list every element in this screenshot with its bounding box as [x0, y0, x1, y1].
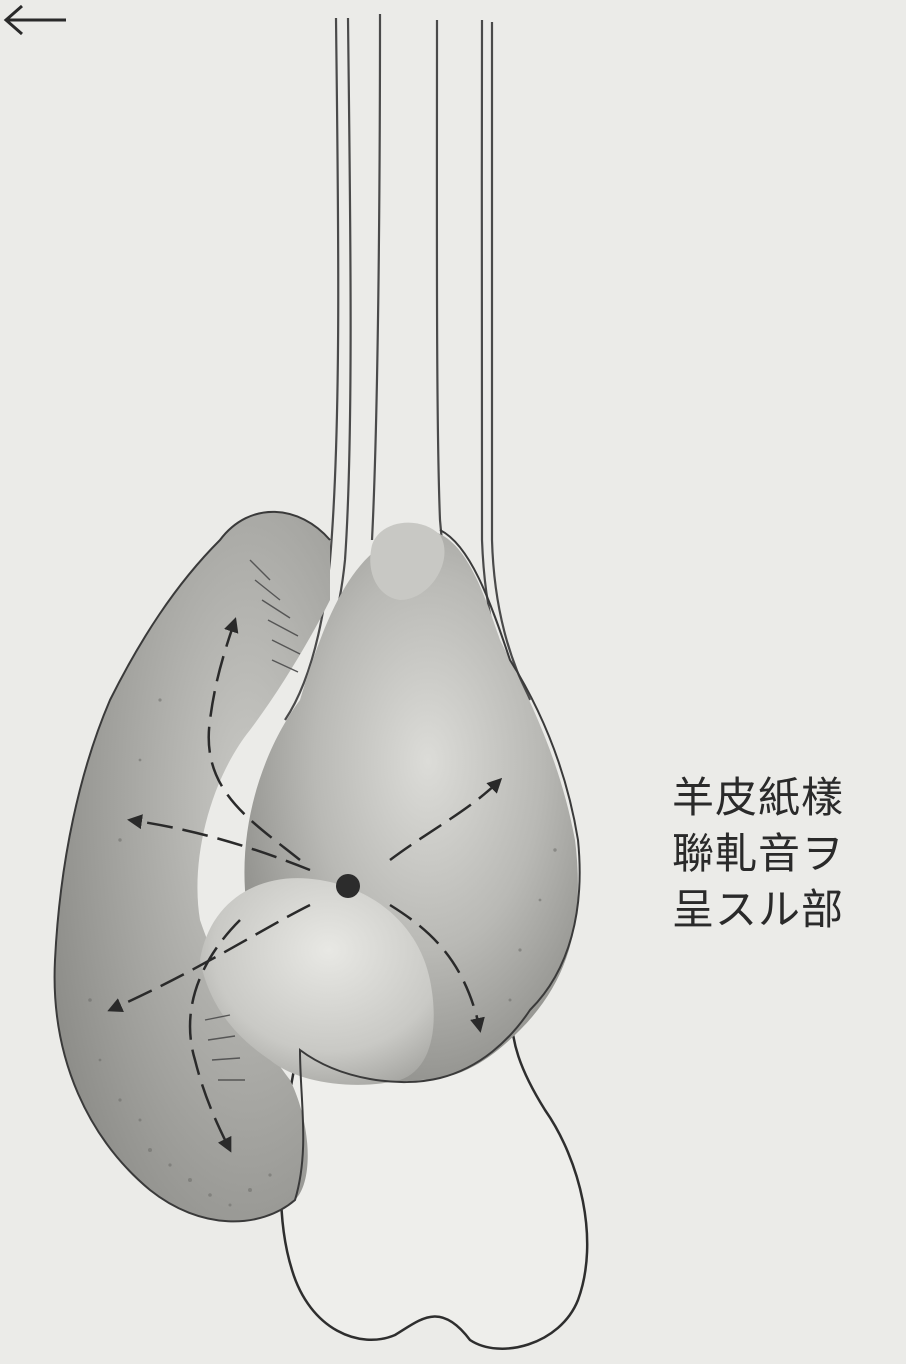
caption-line-3: 呈スル部: [672, 882, 872, 938]
center-point: [336, 874, 360, 898]
caption-line-1: 羊皮紙樣: [672, 770, 872, 826]
figure-caption: 羊皮紙樣 聯軋音ヲ 呈スル部: [672, 770, 872, 938]
left-arrow-icon: [0, 0, 70, 40]
caption-line-2: 聯軋音ヲ: [672, 826, 872, 882]
